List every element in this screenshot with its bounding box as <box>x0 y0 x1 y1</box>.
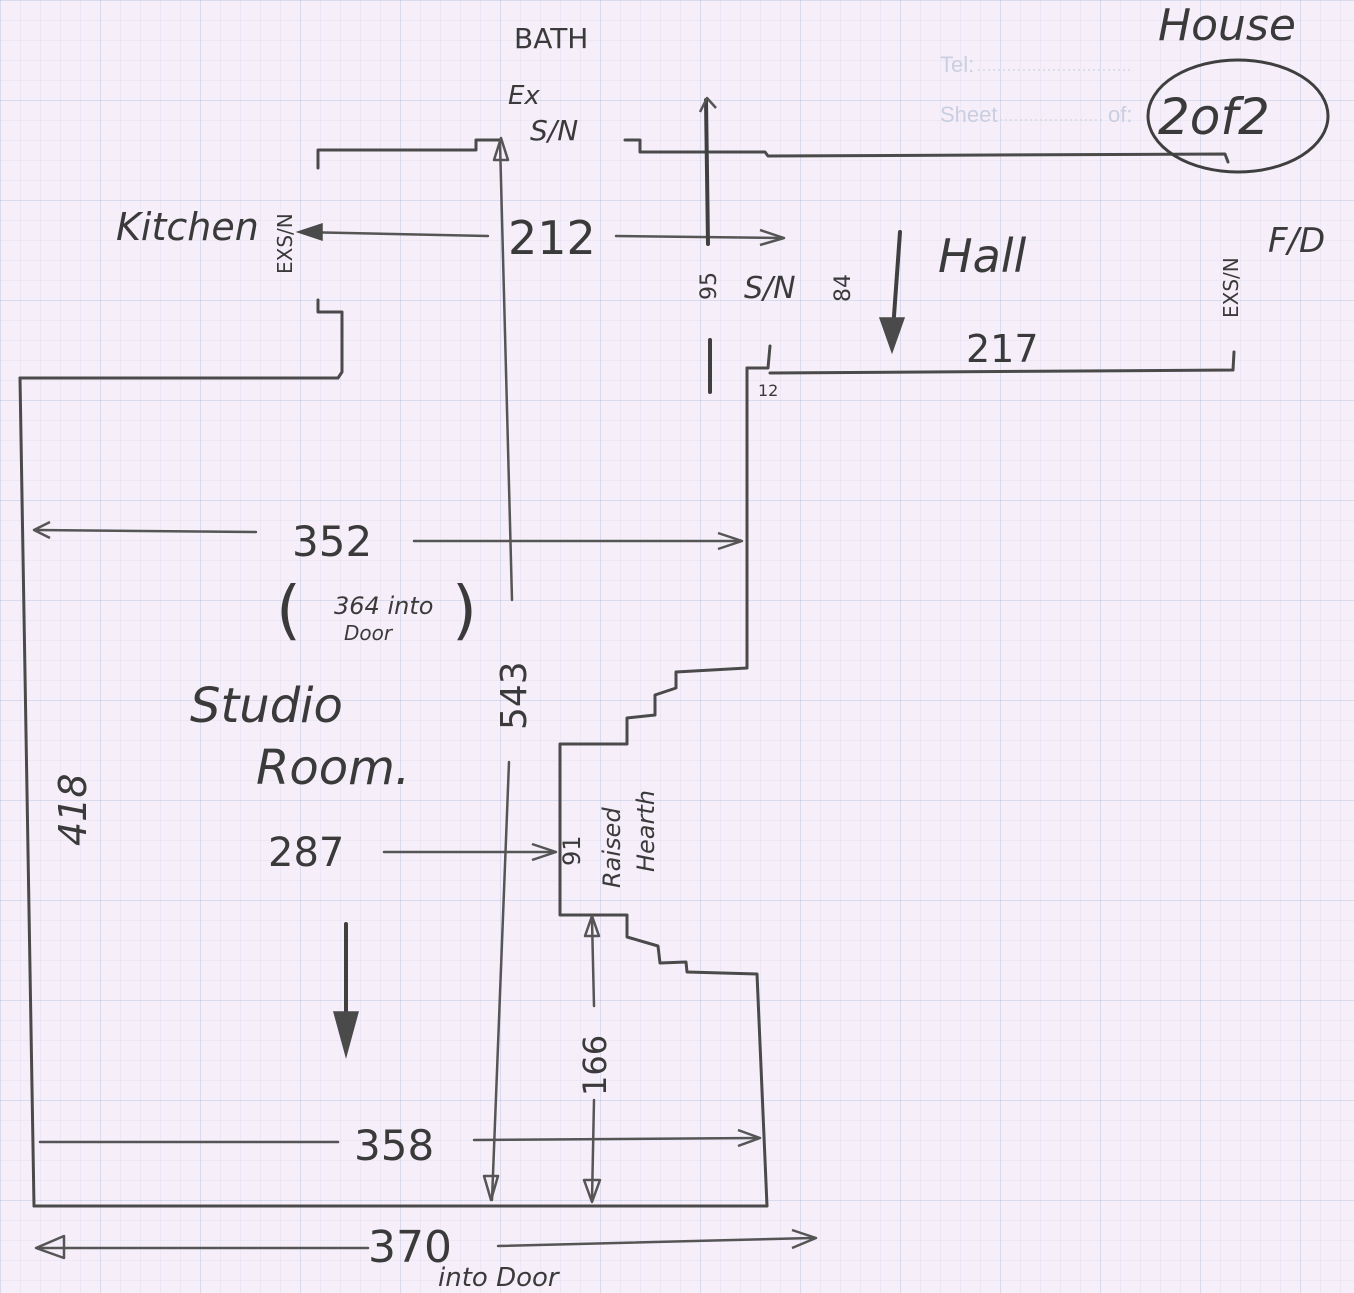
dim-212-right-arrowhead <box>759 228 786 247</box>
wall-top-hall <box>623 138 1230 164</box>
dim-543-top-arrowhead <box>492 136 510 162</box>
dim-370-right-line <box>496 1236 814 1248</box>
room-label-bath: BATH <box>514 22 588 55</box>
page-title: House <box>1158 0 1296 51</box>
wall-hall-jamb <box>745 344 772 370</box>
wall-studio-left <box>18 376 36 1208</box>
bath-fitting-ex: Ex <box>508 81 540 111</box>
dim-166-bottom-arrowhead <box>582 1178 602 1204</box>
dim-352-text: 352 <box>292 517 372 566</box>
dim-352-left-arrowhead <box>32 520 51 540</box>
dim-370-left-arrowhead <box>34 1234 66 1260</box>
dim-212-left-line <box>298 230 490 238</box>
dim-166-lower-line <box>590 1098 596 1202</box>
dim-212-right-line <box>614 234 784 240</box>
dim-287-arrowhead <box>531 842 558 862</box>
dim-543-lower-line <box>490 760 511 1202</box>
front-door-label: F/D <box>1268 221 1325 261</box>
dim-370-text: 370 <box>368 1222 452 1273</box>
room-label-kitchen: Kitchen <box>116 205 259 249</box>
into-door-close-bracket: ) <box>452 574 477 648</box>
dim-287-text: 287 <box>268 830 344 876</box>
form-of-label: of: <box>1108 102 1132 127</box>
dim-166-upper-line <box>590 918 596 1008</box>
dim-418-text: 418 <box>51 773 95 846</box>
wall-bath-left <box>316 138 502 170</box>
hearth-height-label: 91 <box>558 835 586 866</box>
room-label-studio-line1: Studio <box>190 678 343 734</box>
form-sheet-label: Sheet <box>940 102 998 127</box>
dim-358-right-arrowhead <box>737 1128 762 1148</box>
dim-217-text: 217 <box>966 327 1039 371</box>
bottom-into-door-note: into Door <box>438 1263 561 1293</box>
into-door-line1: 364 into <box>334 592 433 620</box>
bath-fitting-sn: S/N <box>530 114 578 147</box>
dim-352-right-arrowhead <box>717 531 744 551</box>
hall-depth-arrowhead <box>878 317 906 355</box>
dim-166-text: 166 <box>576 1035 614 1096</box>
into-door-line2: Door <box>344 621 394 645</box>
into-door-open-bracket: ( <box>276 574 301 648</box>
dim-543-upper-line <box>498 140 514 602</box>
wall-kitchen-return <box>18 298 344 380</box>
form-tel-label: Tel: <box>940 52 974 77</box>
dim-358-text: 358 <box>354 1121 434 1170</box>
dim-84-text: 84 <box>831 274 856 302</box>
hall-fitting-note: EXS/N <box>1219 257 1243 318</box>
kitchen-fitting-note: EXS/N <box>273 213 297 274</box>
dim-358-right-line <box>472 1136 760 1142</box>
sheet-number: 2of2 <box>1158 88 1270 146</box>
hall-sn-label: S/N <box>744 271 796 306</box>
room-label-hall: Hall <box>938 229 1027 283</box>
dim-212-text: 212 <box>508 211 596 265</box>
room-label-studio-line2: Room. <box>256 740 410 796</box>
dim-370-right-arrowhead <box>791 1228 818 1250</box>
dim-166-top-arrowhead <box>583 914 601 938</box>
wall-studio-right-hearth <box>558 366 769 1208</box>
dim-543-bottom-arrowhead <box>482 1174 500 1202</box>
hearth-label: Hearth <box>632 790 660 872</box>
dim-95-upper-line <box>704 98 710 246</box>
wall-hall-bottom <box>768 350 1236 375</box>
dim-95-top-arrowhead <box>698 96 717 113</box>
dim-352-left-line <box>34 528 258 534</box>
hearth-raised-label: Raised <box>598 807 626 888</box>
dim-212-left-arrowhead <box>295 222 323 242</box>
studio-depth-arrowhead <box>333 1011 359 1059</box>
sheet-number-circle <box>1146 58 1330 174</box>
dim-543-text: 543 <box>494 661 535 730</box>
dim-12-text: 12 <box>758 381 778 400</box>
dim-95-text: 95 <box>697 272 722 300</box>
